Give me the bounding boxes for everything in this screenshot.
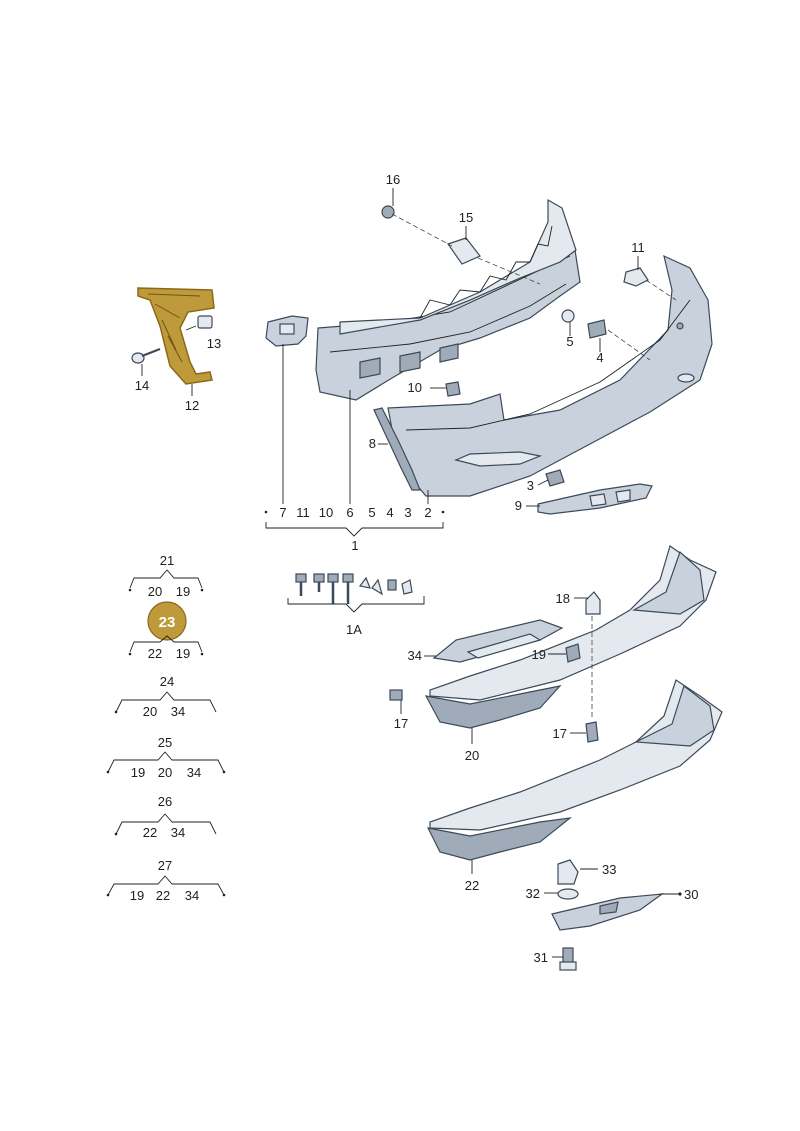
callout-6: 6 [346,505,353,520]
screw-13[interactable] [185,315,213,331]
callout-group-1a: 1A [287,596,425,637]
callout-2: 2 [424,505,431,520]
part-30-cover[interactable] [551,893,665,931]
callout-13: 13 [207,336,221,351]
callout-5-row: 5 [368,505,375,520]
legend-24-title: 24 [160,674,174,689]
legend-25-title: 25 [158,735,172,750]
legend-23-a: 22 [148,646,162,661]
callout-17-right: 17 [553,726,567,741]
callout-11-row: 11 [296,505,310,520]
legend-21-b: 19 [176,584,190,599]
callout-30: 30 [684,887,698,902]
callout-15: 15 [459,210,473,225]
legend-25-a: 19 [131,765,145,780]
legend-25-c: 34 [187,765,201,780]
legend-26-b: 34 [171,825,185,840]
legend-27-c: 34 [185,888,199,903]
legend-26-title: 26 [158,794,172,809]
legend-group-23-highlighted[interactable]: 23 22 19 [128,601,204,661]
legend-21-a: 20 [148,584,162,599]
callout-3-row: 3 [404,505,411,520]
callout-5-top: 5 [566,334,573,349]
callout-22: 22 [465,878,479,893]
part-16-nut[interactable] [381,205,395,219]
part-3-clip[interactable] [545,469,565,487]
legend-group-26: 26 22 34 [114,794,217,840]
part-4-clip[interactable] [587,319,607,339]
part-34-insert[interactable] [432,619,564,663]
part-18-clip[interactable] [585,591,601,615]
legend-21-title: 21 [160,553,174,568]
callout-34: 34 [408,648,422,663]
legend-25-b: 20 [158,765,172,780]
part-1a-fastener-set[interactable] [295,573,413,604]
callout-18: 18 [556,591,570,606]
part-32-washer[interactable] [557,888,579,900]
legend-group-24: 24 20 34 [114,674,217,719]
callout-12: 12 [185,398,199,413]
legend-27-title: 27 [158,858,172,873]
part-8-trim-strip[interactable] [373,407,421,491]
legend-24-a: 20 [143,704,157,719]
callout-7: 7 [279,505,286,520]
part-22-diffuser[interactable] [426,679,723,861]
callout-20: 20 [465,748,479,763]
callout-1a: 1A [346,622,362,637]
callout-9: 9 [515,498,522,513]
legend-24-b: 34 [171,704,185,719]
callout-10-top: 10 [408,380,422,395]
legend-23-title: 23 [159,614,176,631]
part-9-lower-trim[interactable] [537,483,653,515]
legend-group-27: 27 19 22 34 [106,858,226,903]
part-17-screw-right[interactable] [585,721,599,743]
legend-group-25: 25 19 20 34 [106,735,226,780]
callout-32: 32 [526,886,540,901]
part-17-screw-top[interactable] [389,689,403,701]
callout-31: 31 [534,950,548,965]
part-31-screw[interactable] [559,947,577,971]
part-33-bracket[interactable] [557,859,579,885]
callout-10-row: 10 [319,505,333,520]
legend-23-b: 19 [176,646,190,661]
callout-11-top: 11 [631,240,645,255]
part-15-bushing[interactable] [447,237,481,265]
callout-3-top: 3 [527,478,534,493]
part-2-bumper-cover[interactable] [387,254,713,497]
callout-14: 14 [135,378,149,393]
callout-19: 19 [532,647,546,662]
legend-group-21: 21 20 19 [128,553,204,599]
callout-group-1: 7 11 10 6 5 4 3 2 1 [264,505,445,553]
part-5-nut[interactable] [561,309,575,323]
part-energy-absorber-ribbed[interactable] [339,198,577,335]
screw-14[interactable] [131,347,161,364]
callout-17-left: 17 [394,716,408,731]
callout-1: 1 [351,538,358,553]
legend-27-a: 19 [130,888,144,903]
part-7-guide[interactable] [265,315,309,347]
part-20-diffuser[interactable] [424,545,717,729]
part-11-sensor[interactable] [623,267,649,287]
callout-16: 16 [386,172,400,187]
part-19-clip[interactable] [565,643,581,663]
legend-26-a: 22 [143,825,157,840]
part-10-clip[interactable] [445,381,461,397]
callout-33: 33 [602,862,616,877]
callout-8: 8 [369,436,376,451]
callout-4-row: 4 [386,505,393,520]
legend-27-b: 22 [156,888,170,903]
callout-4-top: 4 [596,350,603,365]
part-12-bracket-highlighted[interactable] [137,287,215,385]
